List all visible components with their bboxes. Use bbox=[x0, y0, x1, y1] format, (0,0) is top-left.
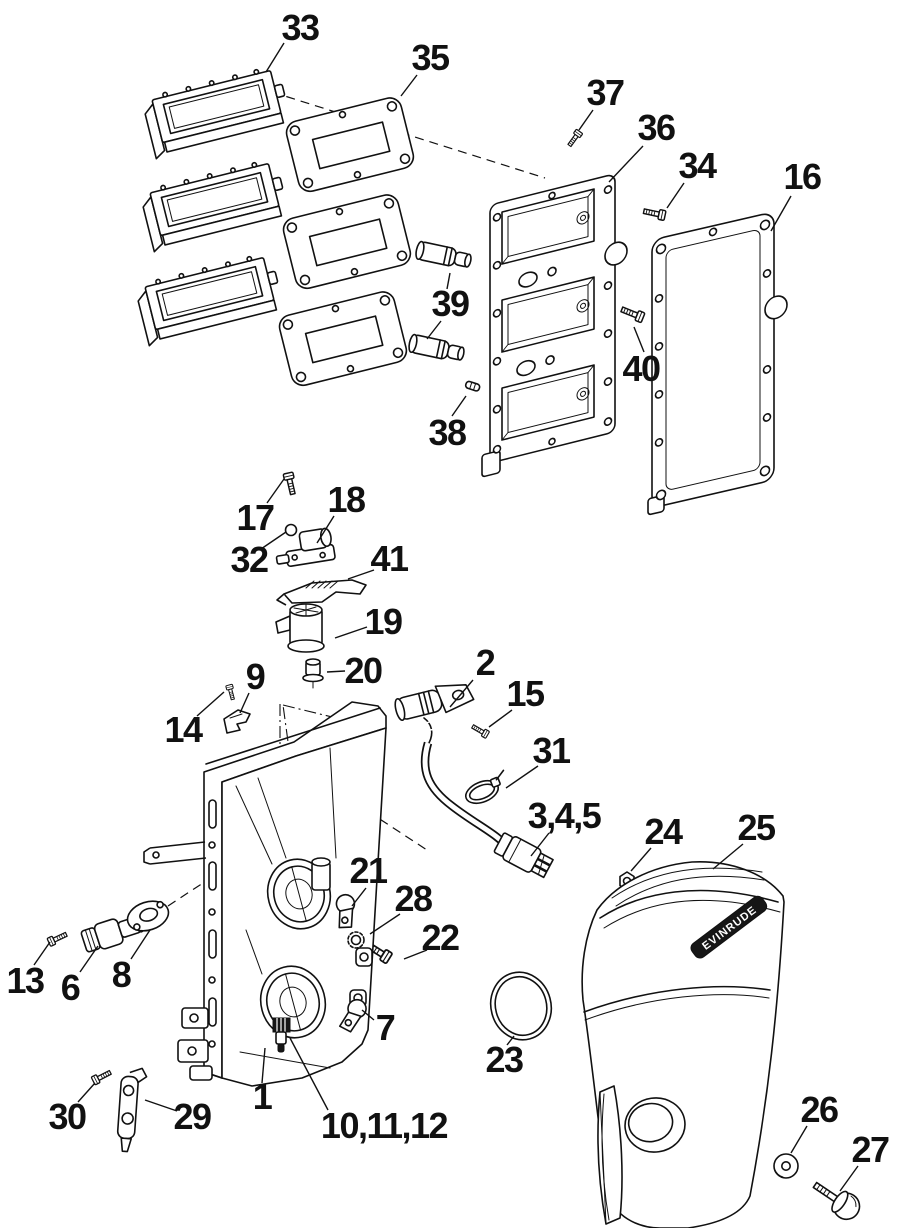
part-13-screw bbox=[46, 929, 69, 948]
part-14-screw bbox=[225, 683, 237, 701]
part-28-star-washer bbox=[347, 931, 365, 949]
part-36-plate bbox=[481, 174, 628, 478]
part-41-lever-spring bbox=[276, 579, 367, 606]
callout-17: 17 bbox=[236, 497, 275, 538]
part-34-screw bbox=[642, 205, 667, 222]
callout-39: 39 bbox=[431, 283, 470, 324]
callout-21: 21 bbox=[349, 850, 388, 891]
part-9-clip bbox=[223, 709, 251, 734]
part-25-cover: EVINRUDE bbox=[581, 861, 785, 1228]
part-8-gasket bbox=[126, 900, 170, 932]
callout-13: 13 bbox=[6, 960, 45, 1001]
part-35-gaskets bbox=[278, 97, 415, 387]
callout-36: 36 bbox=[637, 107, 676, 148]
callout-22: 22 bbox=[421, 917, 460, 958]
callout-14: 14 bbox=[164, 709, 203, 750]
part-33-reed-blocks bbox=[137, 68, 286, 347]
callout-41: 41 bbox=[370, 538, 409, 579]
part-1-manifold bbox=[143, 701, 387, 1087]
part-16-gasket bbox=[647, 213, 788, 516]
callout-1: 1 bbox=[252, 1076, 273, 1117]
callout-29: 29 bbox=[173, 1096, 212, 1137]
callout-3-4-5: 3,4,5 bbox=[527, 795, 602, 836]
part-15-screw bbox=[470, 722, 491, 740]
leader-lines bbox=[33, 42, 859, 1192]
part-10-11-12-fitting bbox=[272, 1017, 291, 1053]
callout-8: 8 bbox=[111, 954, 132, 995]
callout-7: 7 bbox=[375, 1007, 396, 1048]
part-18-solenoid bbox=[275, 527, 336, 567]
callout-25: 25 bbox=[737, 807, 776, 848]
callout-38: 38 bbox=[428, 412, 467, 453]
callout-15: 15 bbox=[506, 673, 545, 714]
callout-28: 28 bbox=[394, 878, 433, 919]
part-19-valve bbox=[275, 603, 325, 653]
part-7-clamp bbox=[338, 998, 367, 1033]
callout-20: 20 bbox=[344, 650, 383, 691]
callout-37: 37 bbox=[586, 72, 625, 113]
callout-40: 40 bbox=[622, 348, 661, 389]
part-37-screw bbox=[565, 128, 584, 149]
callout-24: 24 bbox=[644, 811, 683, 852]
part-38-pin bbox=[464, 380, 481, 392]
callout-34: 34 bbox=[678, 145, 717, 186]
callout-27: 27 bbox=[851, 1129, 890, 1170]
part-2-sensor bbox=[394, 684, 475, 744]
callout-30: 30 bbox=[48, 1096, 87, 1137]
part-31-cable-tie bbox=[464, 769, 505, 805]
callout-9: 9 bbox=[245, 656, 266, 697]
callout-23: 23 bbox=[485, 1039, 524, 1080]
callout-26: 26 bbox=[800, 1089, 839, 1130]
part-26-washer bbox=[773, 1153, 799, 1179]
part-30-screw bbox=[90, 1067, 113, 1086]
callout-35: 35 bbox=[411, 37, 450, 78]
callout-19: 19 bbox=[364, 601, 403, 642]
part-23-oring bbox=[489, 971, 553, 1041]
callout-18: 18 bbox=[327, 479, 366, 520]
callout-10-11-12: 10,11,12 bbox=[320, 1105, 449, 1146]
part-40-screw bbox=[619, 303, 646, 324]
callout-31: 31 bbox=[532, 730, 571, 771]
part-6-sensor bbox=[80, 915, 145, 953]
part-39-dowels bbox=[408, 240, 472, 361]
part-29-link bbox=[116, 1067, 148, 1153]
callout-2: 2 bbox=[475, 642, 496, 683]
part-21-clamp bbox=[335, 893, 356, 929]
callout-6: 6 bbox=[60, 967, 81, 1008]
part-32-oring bbox=[284, 523, 298, 537]
callout-16: 16 bbox=[783, 156, 822, 197]
part-20-grommet bbox=[302, 658, 324, 689]
callout-32: 32 bbox=[230, 539, 269, 580]
part-17-screw bbox=[282, 471, 299, 496]
part-3-4-5-harness bbox=[420, 741, 554, 879]
callout-33: 33 bbox=[281, 7, 320, 48]
part-27-screw bbox=[812, 1181, 861, 1221]
